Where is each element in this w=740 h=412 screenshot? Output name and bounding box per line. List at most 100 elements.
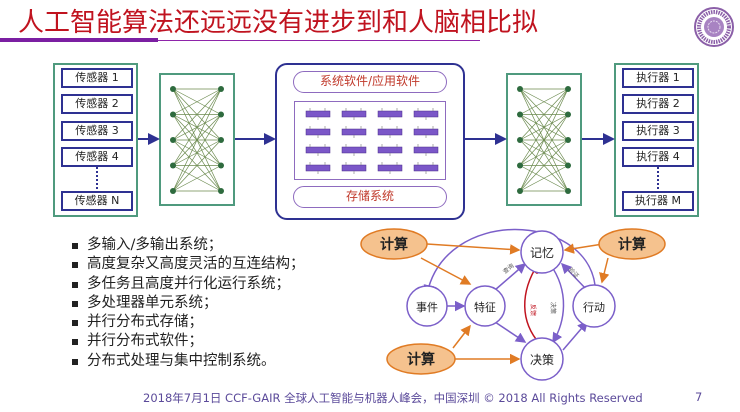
edge-action-to-event [423,228,596,296]
nn-connection [519,165,569,192]
processor-unit [341,108,367,120]
nn-node [218,111,224,118]
processor-unit [377,108,403,120]
nn-node [565,188,571,194]
edge-compute-to-action [599,257,610,284]
nn-node [170,86,176,92]
compute-node-top-right: 计算 [598,228,666,260]
bullet-square-icon [72,262,78,269]
list-item: 并行分布式软件； [72,332,305,351]
nn-node [218,188,224,194]
edge-compute-to-memory [426,243,521,255]
processor-unit [341,126,367,138]
computer-system-box: 系统软件/应用软件 存储系统 [275,63,465,220]
node-decision: 决策 [520,337,564,381]
svg-text:事件: 事件 [416,301,438,314]
list-item: 多处理器单元系统； [72,294,305,313]
nn-node [218,86,224,92]
nn-connection [172,114,222,192]
compute-node-top-left: 计算 [360,228,428,260]
feature-list: 多输入/多输出系统； 高度复杂又高度灵活的互连结构； 多任务且高度并行化运行系统… [72,236,305,371]
processor-unit [413,144,439,156]
processor-unit [377,162,403,174]
node-action: 行动 [572,284,616,328]
nn-node [565,137,571,143]
neural-net-graph [517,86,571,194]
edge-action-to-memory [560,262,588,291]
nn-node [517,111,523,118]
software-label: 系统软件/应用软件 [293,71,447,93]
processor-unit [413,108,439,120]
list-item: 并行分布式存储； [72,313,305,332]
nn-connection [519,88,569,115]
nn-connection [172,88,222,192]
nn-connection [172,165,222,192]
processor-unit [377,144,403,156]
nn-node [218,162,224,169]
nn-node [218,137,224,143]
sensor-box: 传感器 4 [61,147,133,167]
flow-arrows [138,133,615,145]
nn-connection [519,88,569,192]
sensors-panel: 传感器 1 传感器 2 传感器 3 传感器 4 传感器 N [53,63,138,217]
sensor-box: 传感器 N [61,191,133,211]
sensor-box: 传感器 2 [61,94,133,114]
edge-decision-to-memory [524,262,541,345]
processor-unit [305,144,331,156]
ellipsis-dots [96,167,98,189]
nn-connection [172,88,222,115]
nn-node [517,137,523,143]
sensor-box: 传感器 1 [61,68,133,88]
neural-net-left [159,73,235,206]
bullet-square-icon [72,300,78,307]
bullet-square-icon [72,358,78,365]
svg-text:计算: 计算 [618,236,646,253]
neural-net-right [506,73,582,206]
nn-node [170,111,176,118]
footer-text: 2018年7月1日 CCF-GAIR 全球人工智能与机器人峰会，中国深圳 © 2… [143,391,643,405]
page-number: 7 [695,390,703,404]
nn-node [565,162,571,169]
actuator-box: 执行器 1 [622,68,694,88]
nn-connection [519,139,569,192]
title-underline-thick [0,38,158,42]
bullet-square-icon [72,339,78,346]
edge-label-feedback: 反馈 [529,304,537,316]
title-underline-thin [158,40,480,41]
actuator-box: 执行器 4 [622,147,694,167]
svg-text:特征: 特征 [474,300,496,314]
edge-decision-to-action [562,320,588,351]
bullet-square-icon [72,243,78,249]
neural-net-graph [170,86,224,194]
edge-compute-to-feature-bottom [452,324,471,349]
university-seal-logo [694,7,734,47]
nn-connection [172,139,222,192]
actuators-panel: 执行器 1 执行器 2 执行器 3 执行器 4 执行器 M [614,63,699,217]
processor-unit [341,144,367,156]
actuator-box: 执行器 2 [622,94,694,114]
processor-unit [377,126,403,138]
bullet-square-icon [72,281,78,288]
sensor-box: 传感器 3 [61,121,133,141]
processor-unit [413,126,439,138]
node-memory: 记忆 [520,230,564,274]
nn-connection [172,88,222,141]
nn-node [517,162,523,169]
processor-unit [305,126,331,138]
processor-array [305,108,439,174]
edge-label-verify: 验证 [567,266,581,280]
nn-node [170,137,176,143]
compute-node-bottom: 计算 [386,343,456,375]
node-feature: 特征 [464,285,506,327]
cognition-cycle-diagram: 计算 计算 计算 记忆 事件 特征 行动 决策 查询 反馈 决策 验证 [360,228,666,381]
storage-label: 存储系统 [293,186,447,208]
svg-text:计算: 计算 [380,236,408,253]
edge-feature-to-decision [494,321,527,343]
list-item: 高度复杂又高度灵活的互连结构； [72,255,305,274]
nn-node [517,86,523,92]
list-item: 多任务且高度并行化运行系统； [72,275,305,294]
nn-node [517,188,523,194]
nn-node [565,86,571,92]
ellipsis-dots [657,167,659,189]
edge-feature-to-memory [494,263,527,291]
